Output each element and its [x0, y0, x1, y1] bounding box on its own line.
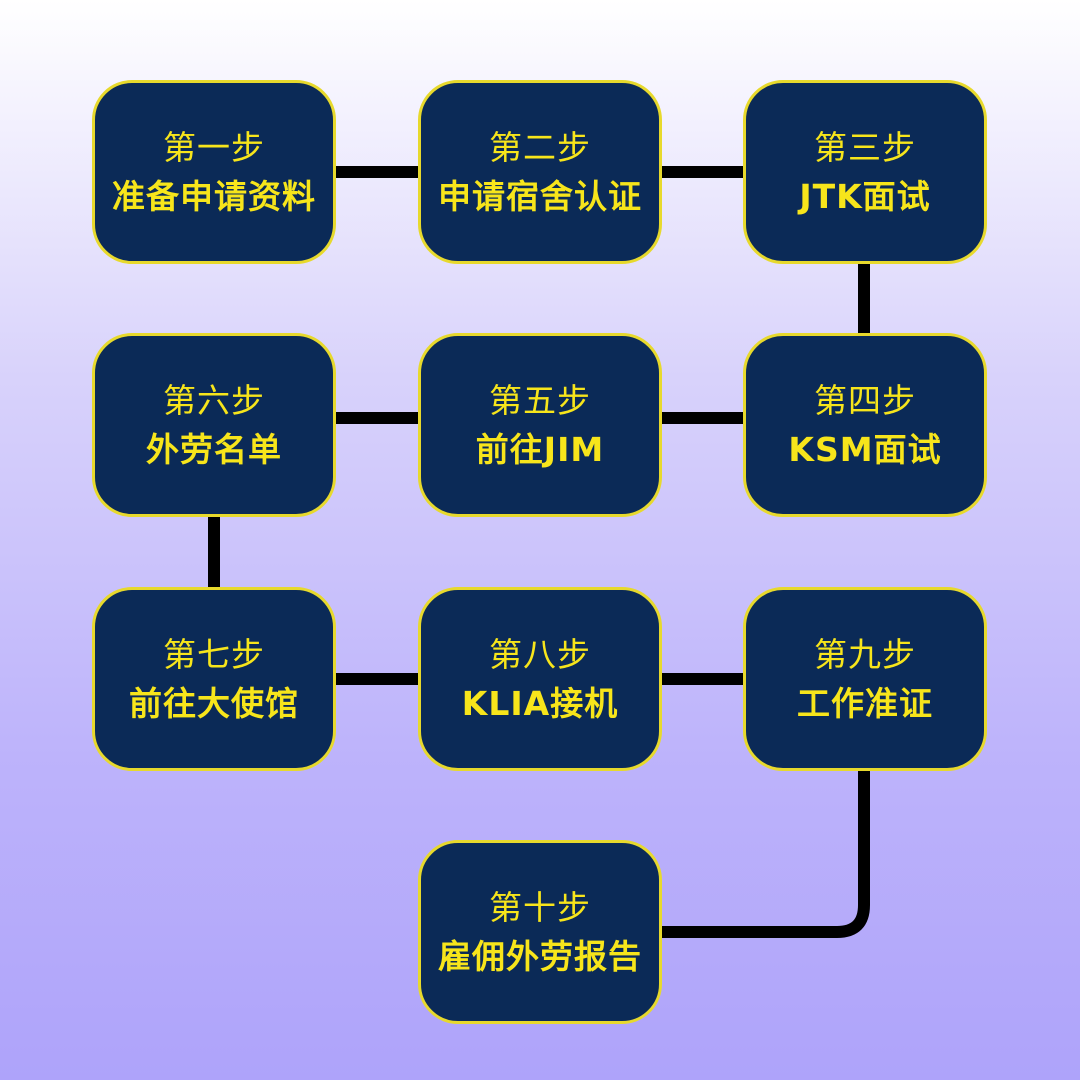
- step-5-number: 第五步: [489, 380, 591, 420]
- step-5-box: 第五步 前往JIM: [418, 333, 662, 517]
- step-2-title: 申请宿舍认证: [438, 177, 642, 216]
- step-4-box: 第四步 KSM面试: [743, 333, 987, 517]
- step-6-box: 第六步 外劳名单: [92, 333, 336, 517]
- step-1-title: 准备申请资料: [112, 177, 316, 216]
- step-1-box: 第一步 准备申请资料: [92, 80, 336, 264]
- step-1-number: 第一步: [163, 127, 265, 167]
- step-6-number: 第六步: [163, 380, 265, 420]
- step-8-number: 第八步: [489, 634, 591, 674]
- step-3-title: JTK面试: [799, 177, 931, 216]
- step-7-title: 前往大使馆: [129, 684, 299, 723]
- step-3-box: 第三步 JTK面试: [743, 80, 987, 264]
- step-4-title: KSM面试: [788, 430, 942, 469]
- step-10-title: 雇佣外劳报告: [438, 937, 642, 976]
- step-2-number: 第二步: [489, 127, 591, 167]
- step-3-number: 第三步: [814, 127, 916, 167]
- step-10-number: 第十步: [489, 887, 591, 927]
- connector-step9-step10: [660, 769, 870, 938]
- step-7-number: 第七步: [163, 634, 265, 674]
- step-9-title: 工作准证: [797, 684, 933, 723]
- step-6-title: 外劳名单: [146, 430, 282, 469]
- step-10-box: 第十步 雇佣外劳报告: [418, 840, 662, 1024]
- step-8-title: KLIA接机: [461, 684, 619, 723]
- step-7-box: 第七步 前往大使馆: [92, 587, 336, 771]
- step-9-number: 第九步: [814, 634, 916, 674]
- step-8-box: 第八步 KLIA接机: [418, 587, 662, 771]
- step-9-box: 第九步 工作准证: [743, 587, 987, 771]
- step-2-box: 第二步 申请宿舍认证: [418, 80, 662, 264]
- step-4-number: 第四步: [814, 380, 916, 420]
- step-5-title: 前往JIM: [475, 430, 605, 469]
